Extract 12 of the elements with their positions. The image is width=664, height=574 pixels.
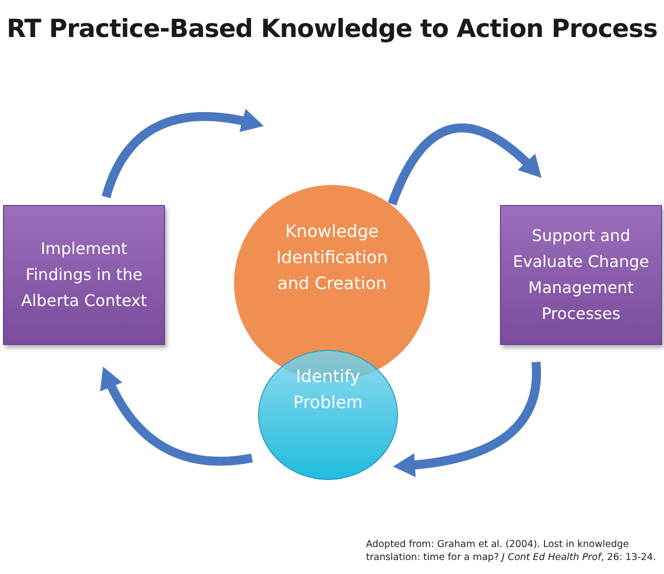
node-label: Identify Problem	[292, 366, 364, 415]
process-box	[3, 205, 165, 345]
diagram-title: RT Practice-Based Knowledge to Action Process	[6, 14, 658, 43]
node-label: Support and Evaluate Change Management Processes	[512, 225, 650, 325]
process-box	[500, 205, 662, 345]
citation-caption: Adopted from: Graham et al. (2004). Lost in knowledge translation: time for a map? J Cont Ed Health Prof, 26: 13-24.	[366, 538, 657, 564]
node-label: Implement Findings in the Alberta Context	[20, 238, 148, 312]
curved-arrow	[100, 366, 253, 466]
curved-arrow	[102, 109, 264, 198]
curved-arrow	[388, 124, 542, 206]
curved-arrow	[393, 362, 541, 477]
node-label: Knowledge Identification and Creation	[275, 221, 389, 296]
